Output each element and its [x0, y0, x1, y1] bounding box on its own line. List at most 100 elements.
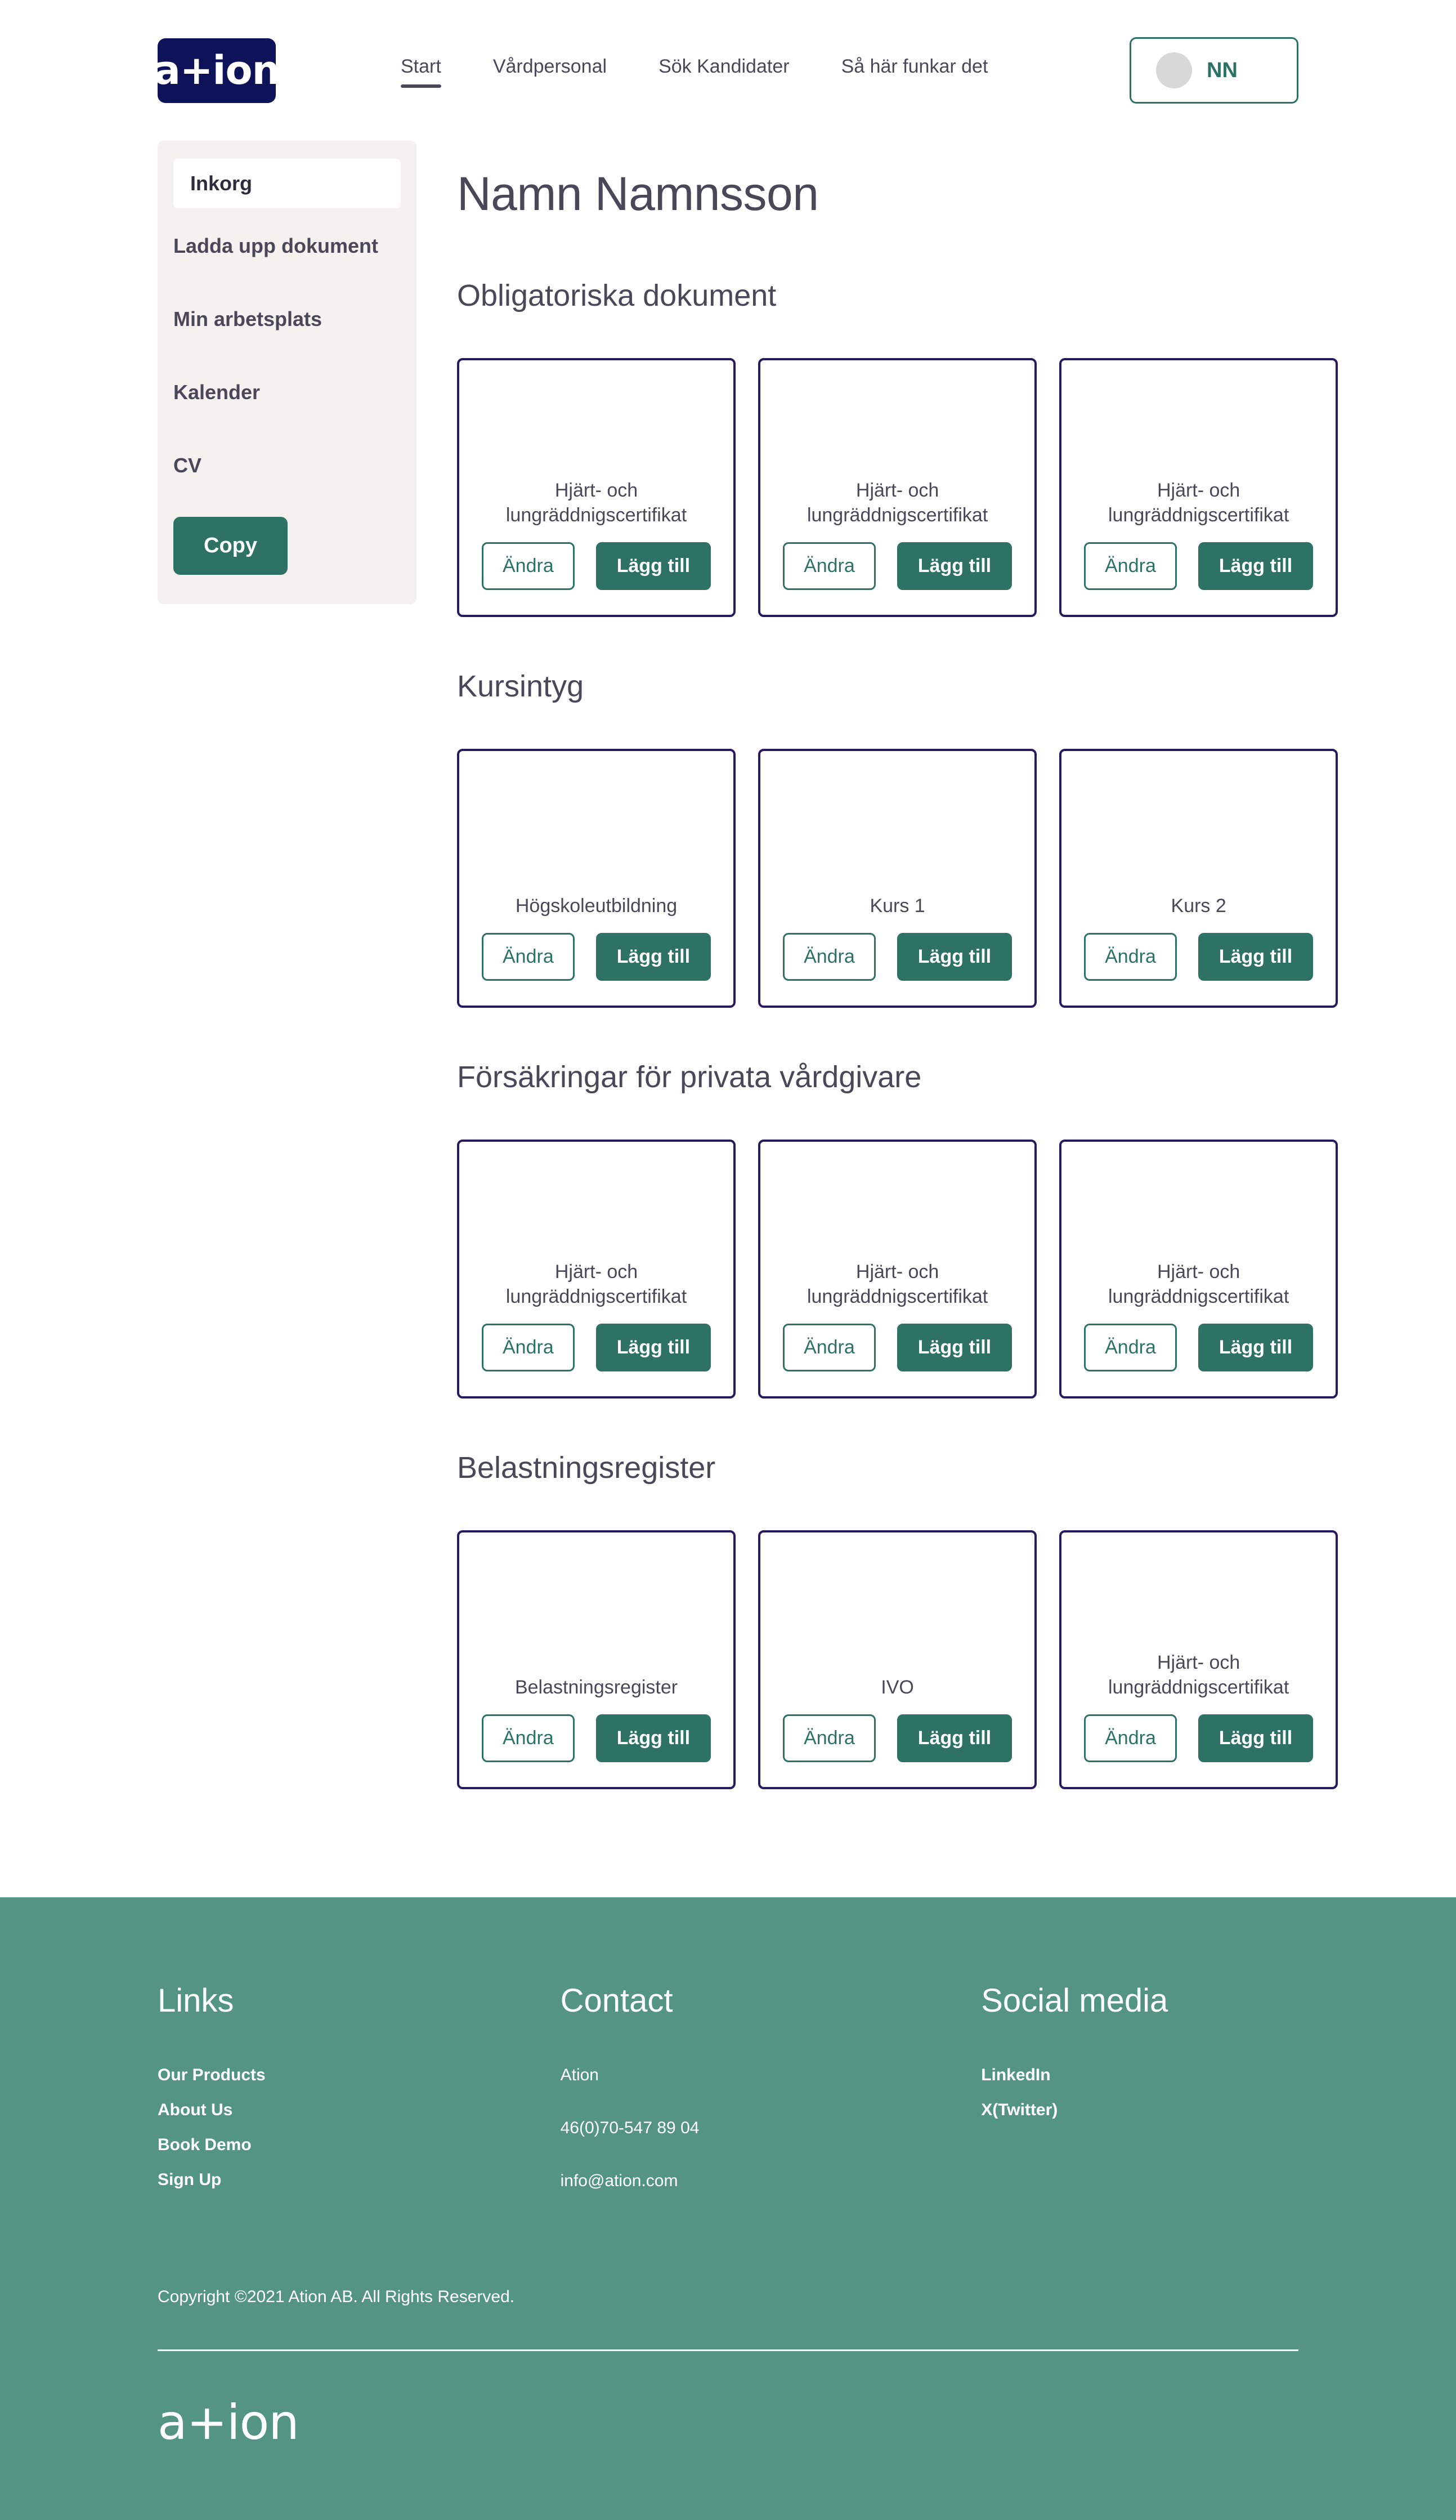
- footer-copyright: Copyright ©2021 Ation AB. All Rights Res…: [158, 2287, 515, 2306]
- edit-button[interactable]: Ändra: [482, 1324, 575, 1371]
- card-title: Högskoleutbildning: [515, 895, 678, 917]
- card-grid: Högskoleutbildning Ändra Lägg till Kurs …: [457, 749, 1338, 1008]
- add-button[interactable]: Lägg till: [595, 542, 711, 590]
- main-content: Namn Namnsson Obligatoriska dokument Hjä…: [457, 141, 1338, 1841]
- site-footer: Links Our Products About Us Book Demo Si…: [0, 1897, 1456, 2520]
- edit-button[interactable]: Ändra: [783, 1324, 876, 1371]
- card-title: Hjärt- och lungräddnigscertifikat: [807, 1261, 988, 1307]
- footer-link-our-products[interactable]: Our Products: [158, 2066, 266, 2084]
- document-card[interactable]: Hjärt- och lungräddnigscertifikat Ändra …: [1059, 1530, 1338, 1789]
- document-card[interactable]: Hjärt- och lungräddnigscertifikat Ändra …: [758, 1140, 1037, 1398]
- edit-button[interactable]: Ändra: [1084, 1714, 1177, 1762]
- sidebar-item-kalender[interactable]: Kalender: [173, 381, 261, 404]
- footer-link-book-demo[interactable]: Book Demo: [158, 2135, 252, 2154]
- edit-button[interactable]: Ändra: [783, 1714, 876, 1762]
- footer-contact-email[interactable]: info@ation.com: [560, 2172, 678, 2190]
- copy-button[interactable]: Copy: [173, 517, 288, 575]
- footer-link-sign-up[interactable]: Sign Up: [158, 2170, 222, 2189]
- user-account-button[interactable]: NN: [1130, 37, 1298, 104]
- add-button[interactable]: Lägg till: [1198, 1324, 1314, 1371]
- document-card[interactable]: Hjärt- och lungräddnigscertifikat Ändra …: [457, 358, 736, 617]
- footer-link-twitter[interactable]: X(Twitter): [981, 2101, 1058, 2119]
- add-button[interactable]: Lägg till: [1198, 1714, 1314, 1762]
- footer-heading-links: Links: [158, 1982, 234, 2019]
- document-card[interactable]: Belastningsregister Ändra Lägg till: [457, 1530, 736, 1789]
- sidebar-item-inkorg[interactable]: Inkorg: [173, 159, 401, 208]
- sidebar-item-cv[interactable]: CV: [173, 454, 202, 477]
- footer-divider: [158, 2349, 1298, 2351]
- site-header: a+ion Start Vårdpersonal Sök Kandidater …: [0, 0, 1456, 141]
- add-button[interactable]: Lägg till: [1198, 933, 1314, 981]
- add-button[interactable]: Lägg till: [1198, 542, 1314, 590]
- document-card[interactable]: Hjärt- och lungräddnigscertifikat Ändra …: [1059, 1140, 1338, 1398]
- footer-contact-company: Ation: [560, 2066, 599, 2084]
- add-button[interactable]: Lägg till: [595, 1714, 711, 1762]
- card-actions: Ändra Lägg till: [783, 1324, 1013, 1371]
- edit-button[interactable]: Ändra: [482, 1714, 575, 1762]
- card-title: Hjärt- och lungräddnigscertifikat: [807, 479, 988, 526]
- add-button[interactable]: Lägg till: [897, 542, 1013, 590]
- document-card[interactable]: Högskoleutbildning Ändra Lägg till: [457, 749, 736, 1008]
- page-body: Inkorg Ladda upp dokument Min arbetsplat…: [0, 141, 1456, 1841]
- edit-button[interactable]: Ändra: [1084, 933, 1177, 981]
- document-card[interactable]: Kurs 2 Ändra Lägg till: [1059, 749, 1338, 1008]
- edit-button[interactable]: Ändra: [1084, 542, 1177, 590]
- sidebar-item-ladda-upp-dokument[interactable]: Ladda upp dokument: [173, 234, 378, 257]
- card-actions: Ändra Lägg till: [1084, 542, 1314, 590]
- nav-item-sok-kandidater[interactable]: Sök Kandidater: [658, 55, 790, 77]
- add-button[interactable]: Lägg till: [897, 1324, 1013, 1371]
- user-initials: NN: [1207, 58, 1238, 82]
- card-grid: Hjärt- och lungräddnigscertifikat Ändra …: [457, 1140, 1338, 1398]
- add-button[interactable]: Lägg till: [595, 933, 711, 981]
- add-button[interactable]: Lägg till: [897, 933, 1013, 981]
- edit-button[interactable]: Ändra: [783, 933, 876, 981]
- brand-logo-text: a+ion: [154, 47, 280, 93]
- sidebar: Inkorg Ladda upp dokument Min arbetsplat…: [158, 141, 416, 604]
- edit-button[interactable]: Ändra: [482, 542, 575, 590]
- edit-button[interactable]: Ändra: [783, 542, 876, 590]
- document-card[interactable]: IVO Ändra Lägg till: [758, 1530, 1037, 1789]
- footer-contact-phone[interactable]: 46(0)70-547 89 04: [560, 2119, 700, 2137]
- nav-item-start[interactable]: Start: [401, 56, 441, 88]
- card-actions: Ändra Lägg till: [482, 1714, 711, 1762]
- edit-button[interactable]: Ändra: [1084, 1324, 1177, 1371]
- card-title: IVO: [881, 1676, 914, 1698]
- section-belastningsregister: Belastningsregister Belastningsregister …: [457, 1450, 1338, 1789]
- section-title: Belastningsregister: [457, 1451, 716, 1485]
- section-title: Kursintyg: [457, 669, 584, 703]
- section-obligatoriska-dokument: Obligatoriska dokument Hjärt- och lungrä…: [457, 278, 1338, 617]
- edit-button[interactable]: Ändra: [482, 933, 575, 981]
- card-actions: Ändra Lägg till: [1084, 1714, 1314, 1762]
- card-title: Hjärt- och lungräddnigscertifikat: [505, 1261, 687, 1307]
- brand-logo[interactable]: a+ion: [154, 38, 280, 103]
- document-card[interactable]: Hjärt- och lungräddnigscertifikat Ändra …: [457, 1140, 736, 1398]
- section-forsakringar: Försäkringar för privata vårdgivare Hjär…: [457, 1060, 1338, 1398]
- footer-column-links: Links Our Products About Us Book Demo Si…: [158, 1982, 538, 2224]
- card-actions: Ändra Lägg till: [783, 933, 1013, 981]
- nav-item-vardpersonal[interactable]: Vårdpersonal: [492, 55, 607, 77]
- footer-column-contact: Contact Ation 46(0)70-547 89 04 info@ati…: [538, 1982, 919, 2224]
- card-title: Kurs 1: [870, 895, 925, 917]
- add-button[interactable]: Lägg till: [897, 1714, 1013, 1762]
- card-actions: Ändra Lägg till: [783, 542, 1013, 590]
- card-grid: Hjärt- och lungräddnigscertifikat Ändra …: [457, 358, 1338, 617]
- card-title: Hjärt- och lungräddnigscertifikat: [1108, 1261, 1289, 1307]
- card-actions: Ändra Lägg till: [482, 1324, 711, 1371]
- nav-item-sa-har-funkar-det[interactable]: Så här funkar det: [841, 55, 988, 77]
- card-actions: Ändra Lägg till: [482, 542, 711, 590]
- document-card[interactable]: Hjärt- och lungräddnigscertifikat Ändra …: [1059, 358, 1338, 617]
- card-title: Hjärt- och lungräddnigscertifikat: [1108, 1651, 1289, 1698]
- section-kursintyg: Kursintyg Högskoleutbildning Ändra Lägg …: [457, 669, 1338, 1008]
- footer-link-about-us[interactable]: About Us: [158, 2101, 233, 2119]
- document-card[interactable]: Kurs 1 Ändra Lägg till: [758, 749, 1037, 1008]
- card-grid: Belastningsregister Ändra Lägg till IVO …: [457, 1530, 1338, 1789]
- add-button[interactable]: Lägg till: [595, 1324, 711, 1371]
- footer-columns: Links Our Products About Us Book Demo Si…: [158, 1982, 1298, 2224]
- footer-link-linkedin[interactable]: LinkedIn: [981, 2066, 1051, 2084]
- sidebar-item-min-arbetsplats[interactable]: Min arbetsplats: [173, 307, 322, 330]
- card-actions: Ändra Lägg till: [1084, 933, 1314, 981]
- card-title: Hjärt- och lungräddnigscertifikat: [505, 479, 687, 526]
- page-title: Namn Namnsson: [457, 167, 819, 220]
- document-card[interactable]: Hjärt- och lungräddnigscertifikat Ändra …: [758, 358, 1037, 617]
